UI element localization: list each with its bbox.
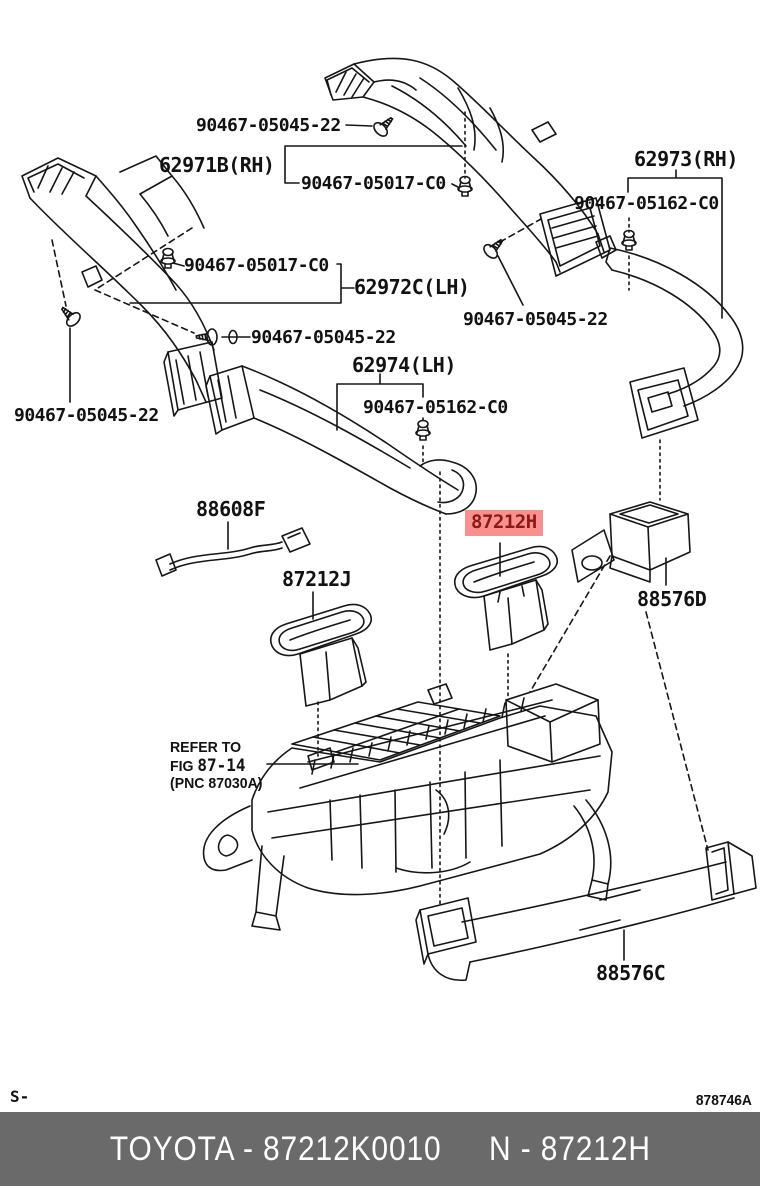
callout-90467-05017-c0-left[interactable]: 90467-05017-C0 xyxy=(184,255,329,276)
refer-note-line1: REFER TO xyxy=(170,739,242,756)
figure-code: 878746A xyxy=(695,1092,752,1109)
duct-62974-drawing xyxy=(205,365,477,515)
callout-90467-05045-22-top[interactable]: 90467-05045-22 xyxy=(196,115,341,136)
wire-88608f-drawing xyxy=(155,527,311,577)
callout-90467-05045-22-far-left[interactable]: 90467-05045-22 xyxy=(14,405,159,426)
callout-62974-lh[interactable]: 62974(LH) xyxy=(352,353,456,377)
callout-62971b-rh[interactable]: 62971B(RH) xyxy=(159,153,275,177)
footer-ref-part-number: N - 87212H xyxy=(488,1129,651,1168)
refer-note: REFER TO FIG 87-14 (PNC 87030A) xyxy=(170,740,262,792)
duct-62972c-drawing xyxy=(21,155,223,417)
footer-part-bar: TOYOTA - 87212K0010 N - 87212H xyxy=(0,1112,760,1186)
callout-88576c[interactable]: 88576C xyxy=(596,961,666,985)
footer-brand-part-number: TOYOTA - 87212K0010 xyxy=(109,1129,442,1168)
leader-lines xyxy=(69,124,723,961)
dashed-pointer-lines xyxy=(51,218,709,851)
callout-90467-05045-22-center-right[interactable]: 90467-05045-22 xyxy=(463,309,608,330)
callout-90467-05162-c0-center[interactable]: 90467-05162-C0 xyxy=(363,397,508,418)
register-87212h-drawing xyxy=(454,545,558,651)
register-87212j-drawing xyxy=(270,603,372,707)
callout-90467-05045-22-center-left[interactable]: 90467-05045-22 xyxy=(251,327,396,348)
refer-note-line3: (PNC 87030A) xyxy=(170,775,263,792)
dotted-assembly-lines xyxy=(317,111,661,906)
callout-88576d[interactable]: 88576D xyxy=(637,587,707,611)
callout-90467-05017-c0-top[interactable]: 90467-05017-C0 xyxy=(301,173,446,194)
duct-62973-drawing xyxy=(595,235,744,439)
callout-87212h-highlighted[interactable]: 87212H xyxy=(465,510,543,536)
callout-88608f[interactable]: 88608F xyxy=(196,497,266,521)
callout-87212j[interactable]: 87212J xyxy=(282,567,352,591)
callout-62973-rh[interactable]: 62973(RH) xyxy=(634,147,738,171)
screw-icon xyxy=(55,111,509,346)
page-code-left: S- xyxy=(10,1087,30,1106)
refer-note-fig-number: 87-14 xyxy=(197,756,246,776)
duct-88576d-drawing xyxy=(571,501,691,583)
refer-note-line2: FIG 87-14 xyxy=(170,756,246,776)
duct-88576c-drawing xyxy=(415,841,757,981)
duct-62971b-drawing xyxy=(324,57,605,273)
callout-90467-05162-c0-right[interactable]: 90467-05162-C0 xyxy=(574,193,719,214)
callout-62972c-lh[interactable]: 62972C(LH) xyxy=(354,275,470,299)
heater-unit-drawing xyxy=(202,683,613,931)
